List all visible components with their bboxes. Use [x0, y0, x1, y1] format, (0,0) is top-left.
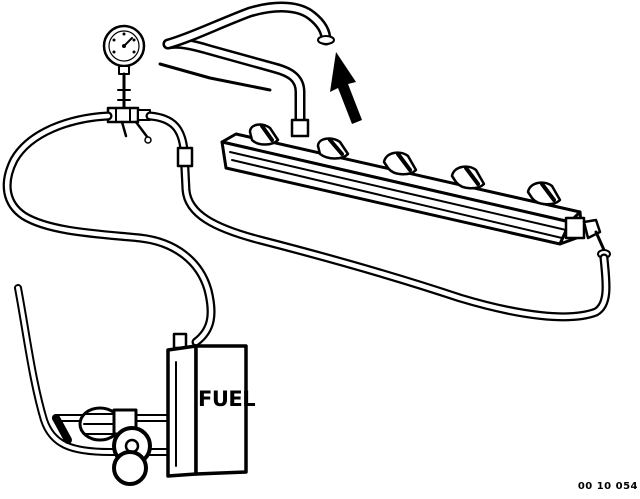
injector-1 — [248, 123, 280, 146]
tee-fitting — [106, 106, 152, 144]
injector-5 — [526, 181, 562, 206]
figure-id: 00 10 054 — [577, 481, 638, 492]
injector-3 — [382, 151, 418, 176]
supply-hose-left — [2, 111, 216, 347]
injector-2 — [316, 137, 350, 160]
tank-cart — [14, 284, 174, 486]
tank-label: FUEL — [198, 387, 255, 411]
gauge-icon — [102, 24, 146, 110]
injector-4 — [450, 165, 486, 190]
return-hose — [158, 1, 335, 134]
supply-hose-right — [145, 111, 611, 322]
fuel-tank: FUEL — [166, 332, 256, 478]
arrow-up-icon — [330, 52, 362, 124]
fuel-rail — [220, 132, 611, 259]
rail-return-fitting — [290, 118, 310, 138]
